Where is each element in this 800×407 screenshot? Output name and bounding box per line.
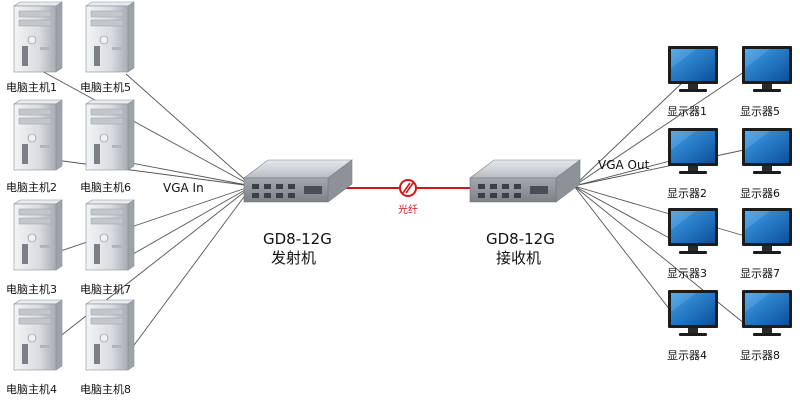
computer-2: 电脑主机2 xyxy=(6,99,63,194)
monitor-label-2: 显示器2 xyxy=(667,187,707,200)
monitor-8: 显示器8 xyxy=(740,290,792,362)
monitor-label-7: 显示器7 xyxy=(740,267,780,280)
cable-mon7 xyxy=(573,185,746,237)
computer-8: 电脑主机8 xyxy=(80,299,135,396)
vga-out-label: VGA Out xyxy=(598,158,650,172)
computer-label-6: 电脑主机6 xyxy=(80,180,131,194)
monitor-3: 显示器3 xyxy=(667,208,718,280)
cable-pc2 xyxy=(39,157,253,187)
computer-label-3: 电脑主机3 xyxy=(6,282,57,296)
fiber-coupler-icon xyxy=(399,179,417,197)
transmitter-device xyxy=(243,159,353,203)
monitor-label-8: 显示器8 xyxy=(740,349,780,362)
monitor-7: 显示器7 xyxy=(740,208,792,280)
cable-mon2 xyxy=(573,159,675,187)
computer-4: 电脑主机4 xyxy=(6,299,63,396)
fiber-label: 光纤 xyxy=(398,203,418,216)
monitor-cables xyxy=(573,69,748,329)
computer-3: 电脑主机3 xyxy=(6,199,63,296)
cable-pc8 xyxy=(125,185,253,357)
fiber-link: 光纤 xyxy=(346,179,476,216)
computer-label-1: 电脑主机1 xyxy=(6,80,57,94)
cable-pc5 xyxy=(125,73,253,187)
monitor-2: 显示器2 xyxy=(667,128,718,200)
computer-label-5: 电脑主机5 xyxy=(80,80,131,94)
receiver-device xyxy=(469,159,581,203)
monitor-label-5: 显示器5 xyxy=(740,105,780,118)
pc-cables xyxy=(39,69,253,357)
computer-label-4: 电脑主机4 xyxy=(6,382,57,396)
receiver-model: GD8-12G xyxy=(486,230,555,248)
cable-pc3 xyxy=(39,185,253,259)
computer-5: 电脑主机5 xyxy=(80,1,135,94)
cable-mon4 xyxy=(573,185,685,329)
computer-7: 电脑主机7 xyxy=(80,199,135,296)
cable-mon5 xyxy=(573,69,748,187)
cable-pc1 xyxy=(39,69,253,187)
computer-6: 电脑主机6 xyxy=(80,99,135,194)
computer-1: 电脑主机1 xyxy=(6,1,63,94)
cable-mon1 xyxy=(573,81,684,187)
computer-label-2: 电脑主机2 xyxy=(6,180,57,194)
computer-label-7: 电脑主机7 xyxy=(80,282,131,296)
monitor-4: 显示器4 xyxy=(667,290,718,362)
cable-pc7 xyxy=(125,185,253,259)
cable-pc4 xyxy=(39,185,253,353)
monitor-1: 显示器1 xyxy=(667,46,718,118)
monitor-5: 显示器5 xyxy=(740,46,792,118)
monitor-label-1: 显示器1 xyxy=(667,105,707,118)
monitor-label-6: 显示器6 xyxy=(740,187,780,200)
cable-pc6 xyxy=(125,161,253,187)
receiver-name: 接收机 xyxy=(496,249,541,267)
computer-label-8: 电脑主机8 xyxy=(80,382,131,396)
cable-mon3 xyxy=(573,185,674,241)
monitor-label-4: 显示器4 xyxy=(667,349,707,362)
cable-mon8 xyxy=(573,185,746,325)
vga-in-label: VGA In xyxy=(163,181,204,195)
monitor-label-3: 显示器3 xyxy=(667,267,707,280)
monitor-6: 显示器6 xyxy=(740,128,792,200)
transmitter-model: GD8-12G xyxy=(263,230,332,248)
transmitter-name: 发射机 xyxy=(271,249,316,267)
